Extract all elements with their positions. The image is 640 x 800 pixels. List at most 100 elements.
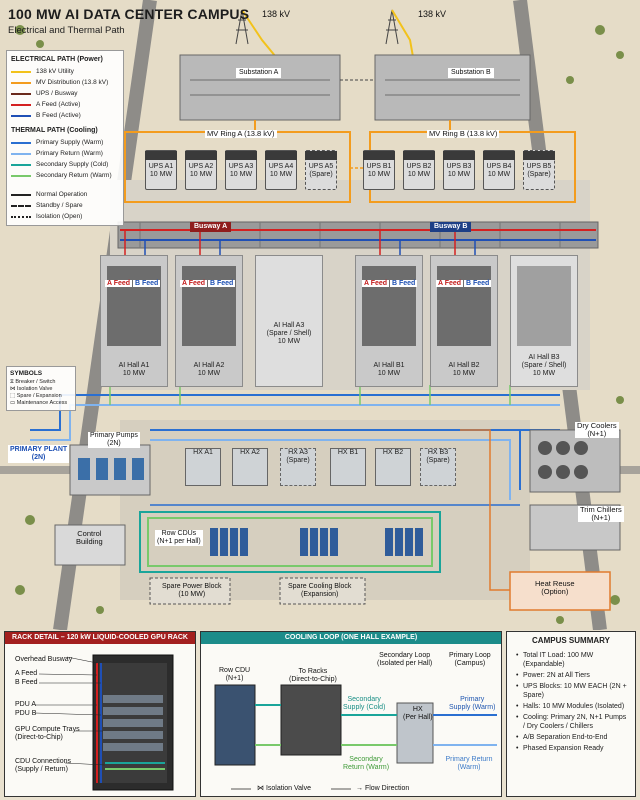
legend-thermal-title: THERMAL PATH (Cooling) (11, 127, 98, 134)
legend-row: A Feed (Active) (11, 99, 119, 110)
legend-row: Isolation (Open) (11, 211, 119, 222)
rack-detail-title: RACK DETAIL – 120 kW LIQUID-COOLED GPU R… (5, 632, 195, 644)
legend-swatch (11, 92, 31, 95)
legend-swatch (11, 193, 31, 196)
maintenance-icon: ▭ (10, 400, 17, 406)
primary-plant-label: PRIMARY PLANT(2N) (8, 445, 70, 463)
breaker-icon: ⧖ (10, 379, 16, 385)
spare-cooling-label: Spare Cooling Block(Expansion) (288, 583, 352, 598)
ai-hall-spare: AI Hall B3(Spare / Shell)10 MW (510, 255, 578, 387)
cooling-loop-panel: COOLING LOOP (ONE HALL EXAMPLE) Row CDU(… (200, 631, 502, 797)
feed-b-tag: B Feed (133, 280, 161, 287)
legend-swatch (11, 141, 31, 144)
hx-unit-spare: HX A3(Spare) (280, 448, 316, 486)
symbols-panel: SYMBOLS ⧖ Breaker / Switch ⋈ Isolation V… (6, 366, 76, 411)
legend-swatch (11, 152, 31, 155)
campus-summary-title: CAMPUS SUMMARY (532, 636, 610, 645)
legend-row: Standby / Spare (11, 200, 119, 211)
symbol-row: ⋈ Isolation Valve (10, 386, 53, 392)
symbol-row: ⧖ Breaker / Switch (10, 379, 56, 385)
legend-row: Normal Operation (11, 189, 119, 200)
symbol-row: ⬚ Spare / Expansion (10, 393, 62, 399)
valve-icon: ⋈ (257, 785, 266, 792)
primary-pumps-label: Primary Pumps(2N) (88, 432, 140, 448)
summary-item: Power: 2N at All Tiers (516, 671, 629, 680)
to-racks-label: To Racks(Direct-to-Chip) (289, 668, 337, 683)
summary-item: Phased Expansion Ready (516, 744, 629, 753)
feed-b-tag: B Feed (390, 280, 418, 287)
legend-row: Secondary Return (Warm) (11, 170, 119, 181)
busway-a-label: Busway A (190, 222, 232, 232)
isolation-valve-legend: ⋈ Isolation Valve (257, 785, 311, 792)
rack-label: B Feed (15, 679, 38, 686)
rack-illustration (34, 654, 174, 791)
trim-chillers-label: Trim Chillers(N+1) (578, 505, 624, 522)
legend-row: B Feed (Active) (11, 110, 119, 121)
feed-a-tag: A Feed (105, 280, 133, 287)
legend-row: Primary Supply (Warm) (11, 137, 119, 148)
page-title: 100 MW AI DATA CENTER CAMPUS (8, 6, 250, 22)
utility-label-right: 138 kV (418, 9, 447, 19)
legend-swatch (11, 174, 31, 177)
summary-item: Halls: 10 MW Modules (Isolated) (516, 702, 629, 711)
campus-site-drawing (0, 0, 640, 630)
legend-panel: ELECTRICAL PATH (Power) 138 kV Utility M… (6, 50, 124, 226)
summary-item: Total IT Load: 100 MW (Expandable) (516, 651, 629, 669)
ai-hall-spare: AI Hall A3(Spare / Shell)10 MW (255, 255, 323, 387)
primary-loop-label: Primary Loop(Campus) (449, 652, 491, 667)
summary-item: UPS Blocks: 10 MW EACH (2N + Spare) (516, 682, 629, 700)
ups-block-spare: UPS A5(Spare) (305, 150, 337, 190)
feed-a-tag: A Feed (436, 280, 464, 287)
row-cdus-label: Row CDUs(N+1 per Hall) (155, 530, 203, 546)
page-subtitle: Electrical and Thermal Path (8, 25, 125, 36)
feed-a-tag: A Feed (362, 280, 390, 287)
hx-unit: HX B1 (330, 448, 366, 486)
campus-scene: 100 MW AI DATA CENTER CAMPUS Electrical … (0, 0, 640, 630)
legend-electrical-title: ELECTRICAL PATH (Power) (11, 56, 103, 63)
summary-item: Cooling: Primary 2N, N+1 Pumps / Dry Coo… (516, 713, 629, 731)
rack-label: A Feed (15, 670, 38, 677)
utility-label-left: 138 kV (262, 9, 291, 19)
symbol-row: ▭ Maintenance Access (10, 400, 68, 406)
cooling-loop-title: COOLING LOOP (ONE HALL EXAMPLE) (201, 632, 501, 644)
hx-unit: HX B2 (375, 448, 411, 486)
busway-b-label: Busway B (430, 222, 472, 232)
flow-direction-legend: → Flow Direction (356, 785, 410, 792)
spare-power-label: Spare Power Block(10 MW) (162, 583, 222, 598)
legend-row: Primary Return (Warm) (11, 148, 119, 159)
feed-b-tag: B Feed (464, 280, 492, 287)
primary-return-label: Primary Return (Warm) (445, 756, 493, 771)
ups-block-spare: UPS B5(Spare) (523, 150, 555, 190)
legend-swatch (11, 215, 31, 218)
rack-label: CDU Connections(Supply / Return) (15, 758, 72, 773)
arrow-right-icon: → (356, 785, 365, 792)
substation-b-label: Substation B (448, 68, 494, 78)
hx-unit-spare: HX B3(Spare) (420, 448, 456, 486)
hx-unit: HX A2 (232, 448, 268, 486)
spare-icon: ⬚ (10, 393, 17, 399)
legend-swatch (11, 70, 31, 73)
hx-unit: HX A1 (185, 448, 221, 486)
mv-ring-b-label: MV Ring B (13.8 kV) (427, 129, 500, 138)
rack-label: PDU A (15, 701, 37, 708)
legend-swatch (11, 204, 31, 207)
legend-row: MV Distribution (13.8 kV) (11, 77, 119, 88)
dry-coolers-label: Dry Coolers(N+1) (575, 421, 619, 438)
substation-a-label: Substation A (236, 68, 282, 78)
legend-row: 138 kV Utility (11, 66, 119, 77)
valve-icon: ⋈ (10, 386, 18, 392)
rack-label: GPU Compute Trays(Direct-to-Chip) (15, 726, 80, 741)
